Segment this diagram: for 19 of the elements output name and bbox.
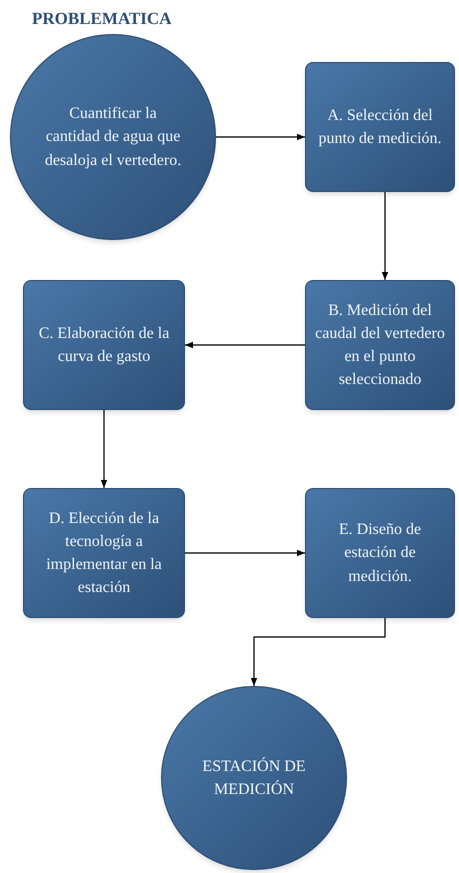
arrow	[185, 550, 305, 556]
node-text: Cuantificar la cantidad de agua que desaloja el vertedero.	[44, 104, 182, 171]
node-text: A. Selección del punto de medición.	[317, 106, 443, 149]
node-text: E. Diseño de estación de medición.	[338, 520, 422, 587]
node-text: B. Medición del caudal del vertedero en el punto seleccionado	[314, 300, 446, 390]
process-box	[305, 488, 455, 618]
arrow	[100, 410, 108, 488]
node-text: C. Elaboración de la curva de gasto	[38, 324, 170, 367]
process-box	[305, 280, 455, 410]
node-text: D. Elección de la tecnología a implementar en la estación	[45, 508, 163, 598]
process-box	[23, 280, 185, 410]
arrow	[216, 134, 305, 140]
node-text: ESTACIÓN DE MEDICIÓN	[201, 756, 307, 800]
arrow	[250, 618, 386, 686]
arrow	[185, 342, 305, 348]
process-box	[23, 488, 185, 618]
process-box	[305, 62, 455, 192]
arrow	[382, 192, 388, 280]
title: PROBLEMATICA	[32, 8, 172, 30]
